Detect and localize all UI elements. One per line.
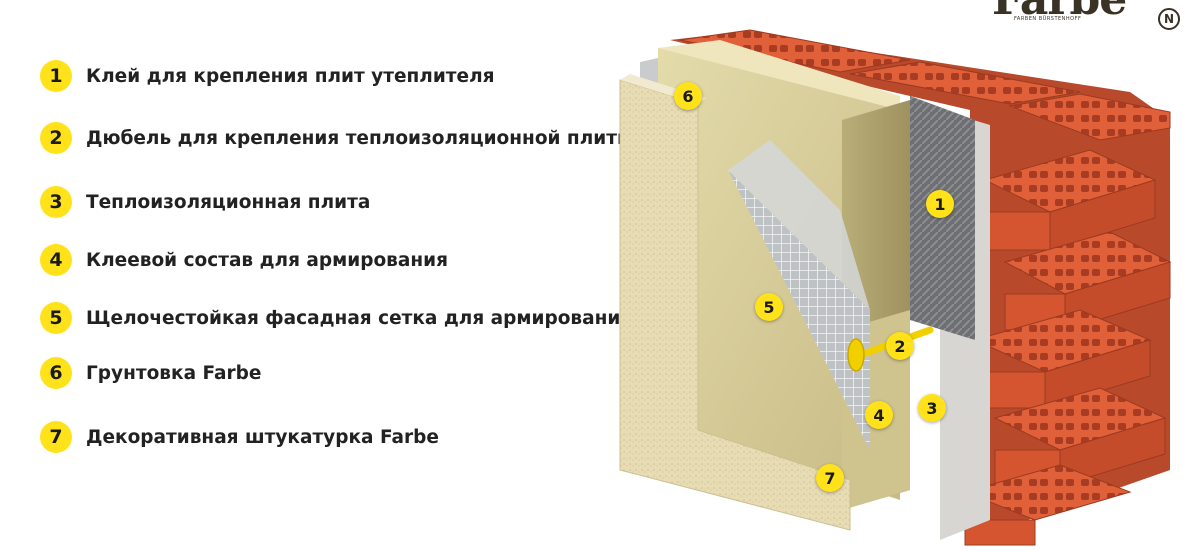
legend-label: Грунтовка Farbe [86, 362, 262, 384]
legend-label: Щелочестойкая фасадная сетка для армиров… [86, 307, 633, 329]
legend-item-5: 5 Щелочестойкая фасадная сетка для армир… [40, 300, 632, 336]
wall-cross-section-illustration: 1 2 3 4 5 6 7 [610, 0, 1200, 550]
legend-number-badge: 1 [40, 60, 72, 92]
legend-label: Клей для крепления плит утеплителя [86, 65, 495, 87]
legend-item-1: 1 Клей для крепления плит утеплителя [40, 58, 495, 94]
wall-layers-drawing [619, 29, 1172, 546]
legend-number-badge: 7 [40, 421, 72, 453]
legend-item-4: 4 Клеевой состав для армирования [40, 242, 448, 278]
marker-7: 7 [816, 464, 844, 492]
legend-number-badge: 3 [40, 186, 72, 218]
marker-5: 5 [755, 293, 783, 321]
logo-subtitle: FARBEN BÜRSTENHOFF [1014, 16, 1082, 22]
glue-layer [910, 96, 975, 340]
legend-label: Дюбель для крепления теплоизоляционной п… [86, 127, 634, 149]
legend-item-2: 2 Дюбель для крепления теплоизоляционной… [40, 120, 634, 156]
legend-number-badge: 2 [40, 122, 72, 154]
legend-label: Декоративная штукатурка Farbe [86, 426, 439, 448]
farbe-logo: Farbe FARBEN BÜRSTENHOFF N [992, 0, 1192, 40]
marker-6: 6 [674, 82, 702, 110]
legend-label: Теплоизоляционная плита [86, 191, 371, 213]
legend-item-7: 7 Декоративная штукатурка Farbe [40, 419, 439, 455]
marker-1: 1 [926, 190, 954, 218]
logo-mark: N [1158, 8, 1180, 30]
marker-2: 2 [886, 332, 914, 360]
legend-label: Клеевой состав для армирования [86, 249, 448, 271]
reinforcing-mesh [728, 170, 870, 450]
logo-wordmark: Farbe [992, 0, 1127, 22]
legend-item-6: 6 Грунтовка Farbe [40, 355, 261, 391]
brick-wall [670, 29, 1172, 546]
marker-3: 3 [918, 394, 946, 422]
legend-item-3: 3 Теплоизоляционная плита [40, 184, 370, 220]
legend-number-badge: 6 [40, 357, 72, 389]
legend-number-badge: 5 [40, 302, 72, 334]
legend-number-badge: 4 [40, 244, 72, 276]
marker-4: 4 [865, 401, 893, 429]
